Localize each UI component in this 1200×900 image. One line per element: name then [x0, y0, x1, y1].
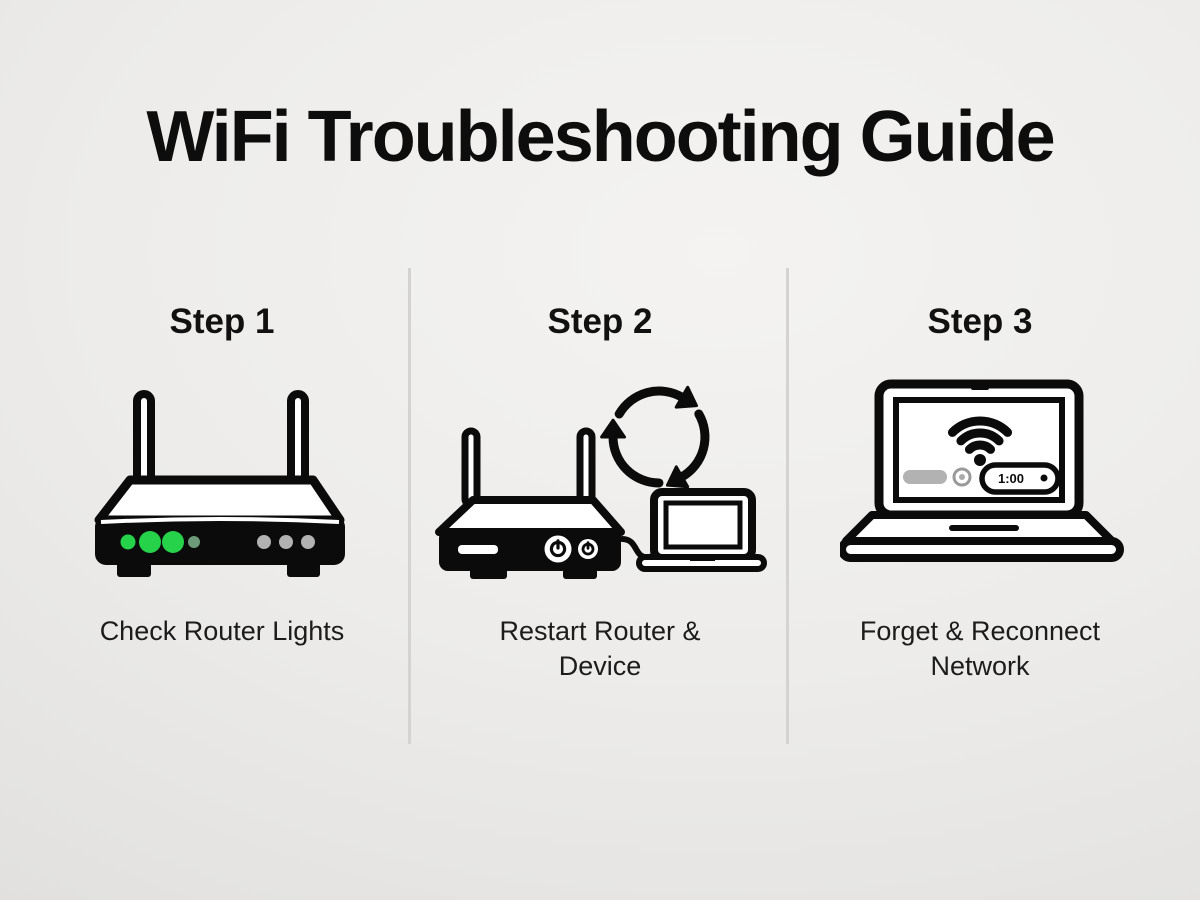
laptop-base-notch: [690, 555, 715, 561]
router-vent-slot: [458, 545, 498, 554]
laptop-wifi-signal-icon: 1:00: [840, 379, 1124, 562]
laptop-screen: [663, 500, 743, 550]
column-divider: [408, 268, 411, 744]
page-title: WiFi Troubleshooting Guide: [146, 97, 1055, 177]
step-1-label: Step 1: [169, 302, 275, 341]
laptop-camera-notch: [971, 385, 989, 390]
step-2-label: Step 2: [547, 302, 653, 341]
network-pill-text: 1:00: [998, 471, 1024, 486]
router-antenna-icon: [576, 427, 596, 509]
router-led-gray: [279, 535, 293, 549]
router-antenna-icon: [133, 390, 155, 490]
power-button-icon: [578, 539, 598, 559]
router-led-gray: [301, 535, 315, 549]
router-led-green: [162, 531, 184, 553]
network-button-pill: [979, 462, 1061, 495]
router-body: [439, 529, 621, 571]
wifi-router-status-lights-icon: [94, 390, 345, 577]
step-2-caption: Restart Router & Device: [499, 616, 701, 681]
router-antenna-icon: [461, 427, 481, 509]
router-top-panel: [94, 475, 345, 525]
pill-dot-icon: [1040, 474, 1048, 482]
router-body: [95, 516, 345, 565]
router-top-panel: [435, 496, 625, 536]
refresh-arrows-icon: [597, 387, 722, 496]
router-antenna-icon: [287, 390, 309, 490]
step-3-caption: Forget & Reconnect Network: [859, 616, 1101, 681]
router-led-gray: [257, 535, 271, 549]
step-3-label: Step 3: [927, 302, 1033, 341]
router-led-green: [120, 534, 136, 550]
router-refresh-arrows-laptop-icon: [435, 373, 767, 579]
column-divider: [786, 268, 789, 744]
laptop-base-lip: [840, 537, 1124, 562]
router-led-green: [139, 531, 161, 553]
router-body-highlight: [100, 517, 340, 524]
network-name-pill: [903, 470, 947, 484]
small-circle-icon: [952, 467, 972, 487]
power-button-icon: [544, 535, 572, 563]
step-1-caption: Check Router Lights: [99, 616, 345, 646]
wifi-signal-icon: [947, 416, 1013, 466]
router-led-green-dim: [188, 536, 200, 548]
